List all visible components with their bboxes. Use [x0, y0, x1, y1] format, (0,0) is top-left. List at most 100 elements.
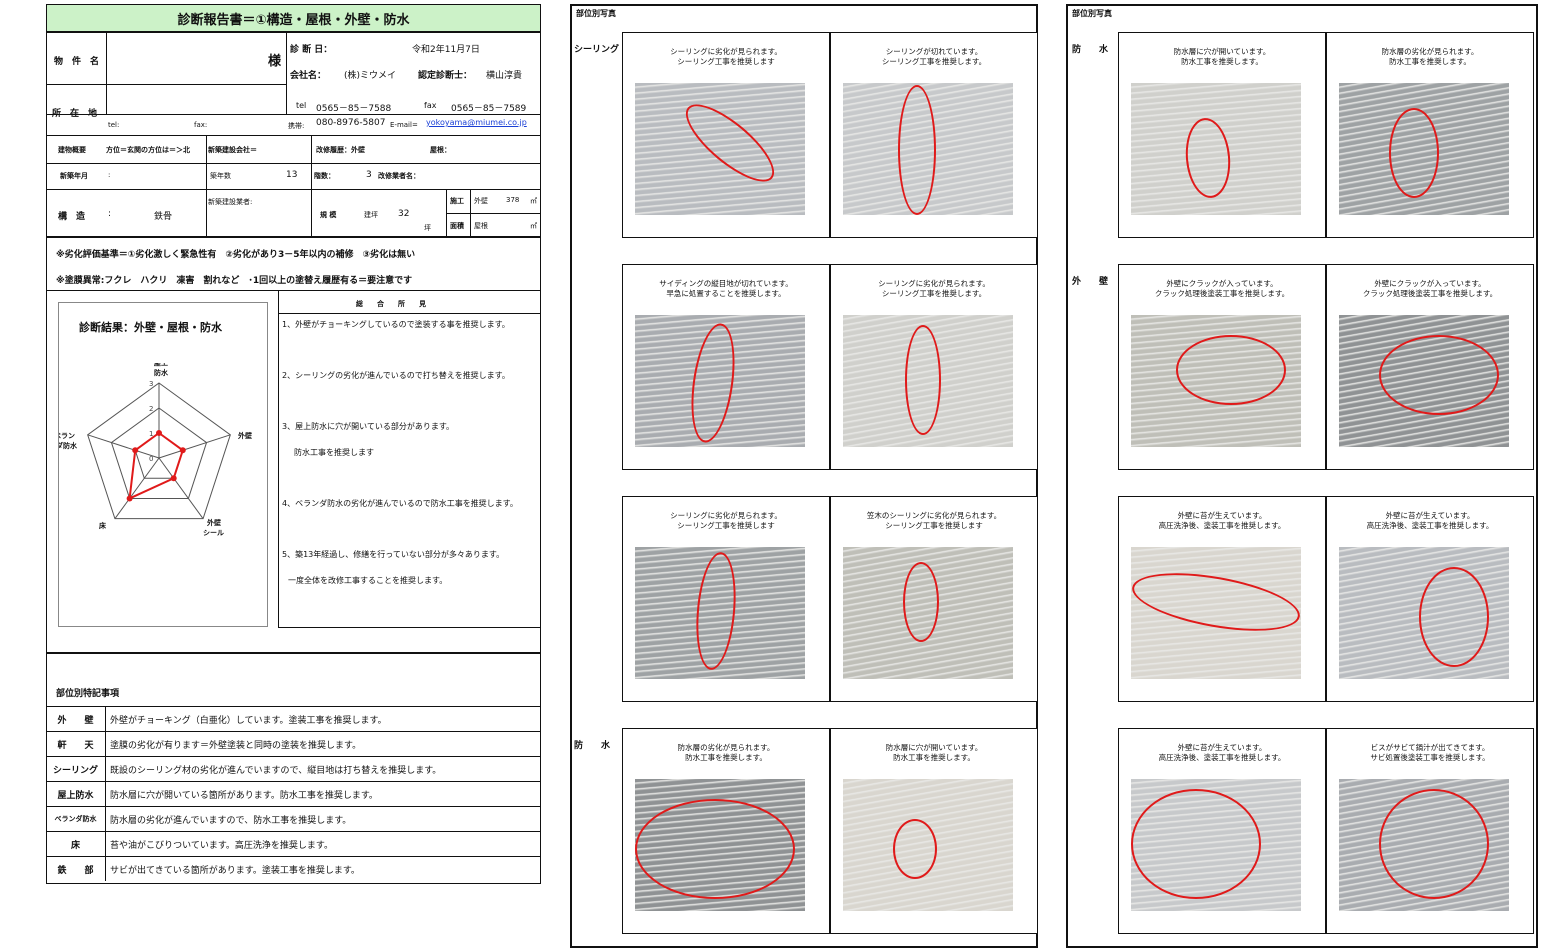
photo-caption: 防水層の劣化が見られます。防水工事を推奨します。 — [1331, 47, 1529, 67]
defect-highlight-circle — [898, 85, 936, 215]
photo-caption: 外壁にクラックが入っています。クラック処理後塗装工事を推奨します。 — [1331, 279, 1529, 299]
caption-line-1: 防水層に穴が開いています。 — [885, 743, 983, 752]
caption-line-2: 早急に処置することを推奨します。 — [666, 289, 786, 298]
caption-line-2: 防水工事を推奨します。 — [1389, 57, 1471, 66]
caption-line-1: サイディングの縦目地が切れています。 — [659, 279, 793, 288]
caption-line-2: 高圧洗浄後、塗装工事を推奨します。 — [1158, 753, 1286, 762]
defect-highlight-circle — [684, 320, 742, 446]
summary-title: 総 合 所 見 — [356, 300, 426, 308]
photo-sheet-waterproof-exterior: 部位別写真 防 水 外 壁 防水層に穴が開いています。防水工事を推奨します。防水… — [1066, 4, 1538, 948]
summary-panel: 総 合 所 見 1、外壁がチョーキングしているので塗装する事を推奨します。 2、… — [278, 291, 541, 628]
radar-axis-label: 防水 — [154, 368, 169, 377]
radar-point — [179, 447, 186, 454]
note-row: 屋上防水防水層に穴が開いている箇所があります。防水工事を推奨します。 — [46, 781, 541, 806]
caption-line-1: 外壁にクラックが入っています。 — [1374, 279, 1486, 288]
radar-axis-label: 外壁 — [238, 431, 252, 440]
diagnosis-report-sheet: 診断報告書＝①構造・屋根・外壁・防水 物 件 名 様 診 断 日： 令和2年11… — [46, 4, 541, 884]
radar-axis-label: 屋上 — [154, 363, 168, 367]
photo-caption: 防水層に穴が開いています。防水工事を推奨します。 — [1123, 47, 1321, 67]
radar-point — [132, 447, 139, 454]
radar-grid-ring — [110, 407, 208, 499]
floor-area-value: 32 — [398, 209, 410, 219]
age-value: 13 — [286, 170, 298, 180]
tel-label: tel — [296, 101, 307, 110]
caption-line-2: シーリング工事を推奨します — [885, 521, 983, 530]
email-link[interactable]: yokoyama@miumei.co.jp — [426, 118, 527, 127]
photo-caption: シーリングに劣化が見られます。シーリング工事を推奨します。 — [835, 279, 1033, 299]
report-title: 診断報告書＝①構造・屋根・外壁・防水 — [46, 4, 541, 32]
photo-caption: 笠木のシーリングに劣化が見られます。シーリング工事を推奨します — [835, 511, 1033, 531]
caption-line-2: 防水工事を推奨します。 — [893, 753, 975, 762]
note-label: 外 壁 — [46, 707, 106, 731]
photo-caption: 防水層の劣化が見られます。防水工事を推奨します。 — [627, 743, 825, 763]
exterior-area-value: 378 — [506, 196, 520, 204]
caption-line-1: 防水層に穴が開いています。 — [1173, 47, 1271, 56]
photo-card: 防水層の劣化が見られます。防水工事を推奨します。 — [622, 728, 830, 934]
structure-colon: : — [108, 209, 112, 219]
section-label-waterproof-2: 防 水 — [1072, 45, 1109, 55]
photo-caption: 外壁に苔が生えています。高圧洗浄後、塗装工事を推奨します。 — [1331, 511, 1529, 531]
inspection-photo — [1339, 779, 1509, 911]
diag-date-label: 診 断 日： — [290, 45, 333, 55]
radar-axis-line — [158, 457, 204, 519]
inspection-photo — [635, 779, 805, 911]
caption-line-1: 笠木のシーリングに劣化が見られます。 — [866, 511, 1002, 520]
tel-number: 0565－85－7588 — [316, 104, 392, 114]
criteria-text: ※劣化評価基準＝①劣化激しく緊急性有 ②劣化があり3－5年以内の補修 ③劣化は無… — [56, 250, 416, 260]
note-text: 既設のシーリング材の劣化が進んでいますので、縦目地は打ち替えを推奨します。 — [110, 766, 442, 776]
radar-axis-line — [87, 434, 160, 459]
builder-label: 新築建設業者: — [208, 198, 253, 206]
sheet-2-header: 部位別写真 — [576, 9, 616, 18]
summary-item-5: 5、築13年経過し、修繕を行っていない部分が多々あります。 — [282, 550, 505, 559]
photo-card: 笠木のシーリングに劣化が見られます。シーリング工事を推奨します — [830, 496, 1038, 702]
building-overview-label: 建物概要 — [58, 146, 86, 154]
photo-card: 外壁にクラックが入っています。クラック処理後塗装工事を推奨します。 — [1326, 264, 1534, 470]
note-text: サビが出てきている箇所があります。塗装工事を推奨します。 — [110, 866, 360, 876]
photo-card: シーリングが切れています。シーリング工事を推奨します。 — [830, 32, 1038, 238]
defect-highlight-circle — [1176, 335, 1286, 405]
photo-caption: 外壁に苔が生えています。高圧洗浄後、塗装工事を推奨します。 — [1123, 743, 1321, 763]
property-suffix: 様 — [268, 54, 282, 69]
caption-line-2: シーリング工事を推奨します。 — [881, 57, 987, 66]
photo-card: 外壁に苔が生えています。高圧洗浄後、塗装工事を推奨します。 — [1326, 496, 1534, 702]
notes-title: 部位別特記事項 — [56, 689, 120, 699]
note-row: ベランダ防水防水層の劣化が進んでいますので、防水工事を推奨します。 — [46, 806, 541, 831]
summary-item-4: 4、ベランダ防水の劣化が進んでいるので防水工事を推奨します。 — [282, 499, 518, 508]
caption-line-2: シーリング工事を推奨します。 — [881, 289, 987, 298]
caption-line-2: 防水工事を推奨します。 — [685, 753, 767, 762]
photo-sheet-sealing: 部位別写真 シーリング 防 水 シーリングに劣化が見られます。シーリング工事を推… — [570, 4, 1038, 948]
defect-highlight-circle — [1182, 116, 1234, 200]
note-label: 鉄 部 — [46, 857, 106, 881]
defect-highlight-circle — [1379, 789, 1489, 899]
fax-label: fax — [424, 101, 437, 110]
note-label: 屋上防水 — [46, 782, 106, 806]
radar-chart: 3210屋上防水外壁外壁シール床ベランダ防水 — [59, 363, 252, 537]
built-year-dot: : — [108, 171, 111, 179]
defect-highlight-circle — [1379, 335, 1499, 415]
inspection-photo — [843, 315, 1013, 447]
photo-card: サイディングの縦目地が切れています。早急に処置することを推奨します。 — [622, 264, 830, 470]
note-row: 鉄 部サビが出てきている箇所があります。塗装工事を推奨します。 — [46, 856, 541, 881]
inspection-photo — [843, 779, 1013, 911]
note-text: 外壁がチョーキング（白亜化）しています。塗装工事を推奨します。 — [110, 716, 387, 726]
section-label-sealing: シーリング — [574, 45, 620, 55]
note-text: 苔や油がこびりついています。高圧洗浄を推奨します。 — [110, 841, 334, 851]
note-label: ベランダ防水 — [46, 807, 106, 831]
summary-item-1: 1、外壁がチョーキングしているので塗装する事を推奨します。 — [282, 320, 510, 329]
photo-card: 外壁に苔が生えています。高圧洗浄後、塗装工事を推奨します。 — [1118, 496, 1326, 702]
photo-card: ビスがサビて鍋汁が出てきてます。サビ処置後塗装工事を推奨します。 — [1326, 728, 1534, 934]
caption-line-1: シーリングに劣化が見られます。 — [878, 279, 990, 288]
photo-card: シーリングに劣化が見られます。シーリング工事を推奨します — [622, 32, 830, 238]
exterior-area-unit: ㎡ — [530, 197, 537, 205]
scale-label: 規 模 — [320, 211, 337, 219]
summary-item-5b: 一度全体を改修工事することを推奨します。 — [288, 576, 448, 585]
radar-grid-ring — [87, 382, 231, 520]
floor-area-label: 建坪 — [364, 211, 378, 219]
renovation-history: 改修履歴：外壁 — [316, 146, 365, 154]
fax-number: 0565－85－7589 — [451, 104, 527, 114]
built-year-label: 新築年月 — [60, 172, 88, 180]
company-label: 会社名： — [290, 71, 327, 81]
defect-highlight-circle — [905, 325, 941, 435]
caption-line-1: ビスがサビて鍋汁が出てきてます。 — [1370, 743, 1490, 752]
inspection-photo — [635, 547, 805, 679]
